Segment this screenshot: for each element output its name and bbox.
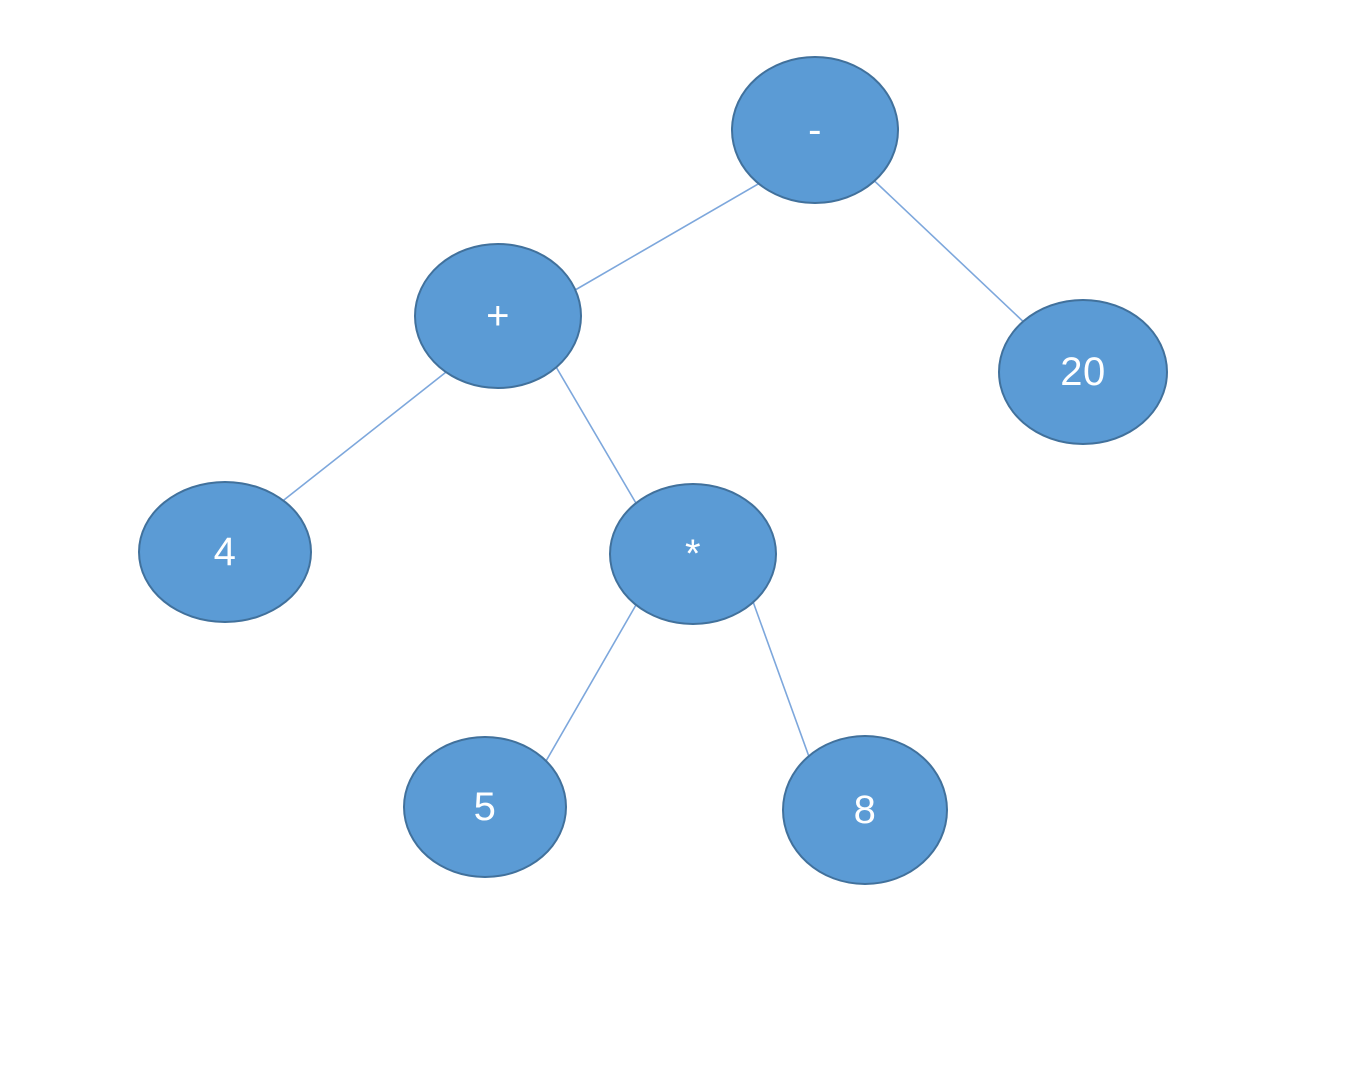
tree-node-times: *	[609, 483, 777, 625]
tree-node-five: 5	[403, 736, 567, 878]
tree-node-plus: +	[414, 243, 582, 389]
edge-minus-twenty	[864, 171, 1031, 329]
node-label-eight: 8	[853, 788, 877, 832]
tree-node-twenty: 20	[998, 299, 1168, 445]
edge-minus-plus	[569, 179, 766, 294]
tree-node-four: 4	[138, 481, 312, 623]
edge-times-five	[541, 597, 641, 769]
node-label-minus: -	[808, 108, 822, 152]
edge-plus-four	[274, 364, 456, 508]
tree-node-minus: -	[731, 56, 899, 204]
node-label-times: *	[684, 532, 702, 576]
node-label-twenty: 20	[1060, 350, 1106, 394]
edge-times-eight	[746, 584, 813, 766]
node-label-five: 5	[473, 785, 497, 829]
tree-node-eight: 8	[782, 735, 948, 885]
node-label-four: 4	[213, 530, 237, 574]
node-label-plus: +	[486, 294, 510, 338]
edge-plus-times	[551, 359, 641, 511]
